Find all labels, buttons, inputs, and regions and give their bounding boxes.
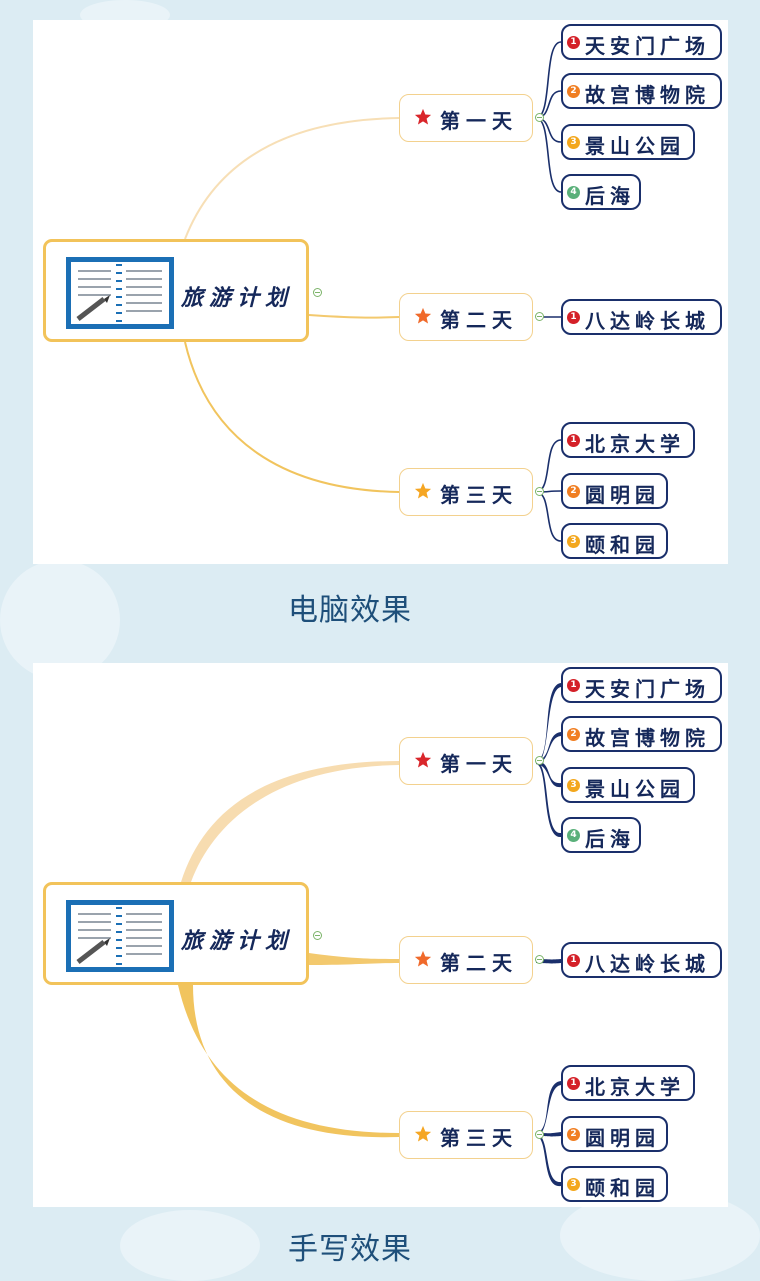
number-2-icon: 2 <box>567 485 580 498</box>
collapse-toggle-day3[interactable] <box>535 487 544 496</box>
leaf-line <box>535 491 562 542</box>
day-label: 第一天 <box>440 109 518 133</box>
number-3-icon: 3 <box>567 136 580 149</box>
root-title: 旅游计划 <box>181 285 294 311</box>
place-label: 景山公园 <box>585 134 685 158</box>
star-icon <box>414 1125 432 1142</box>
collapse-toggle-day2[interactable] <box>535 955 544 964</box>
collapse-toggle-day1[interactable] <box>535 756 544 765</box>
leaf-line <box>536 1133 561 1187</box>
day-node-2[interactable]: 第二天 <box>399 293 533 341</box>
place-label: 圆明园 <box>585 483 660 507</box>
place-node[interactable]: 1 北京大学 <box>561 422 695 458</box>
number-2-icon: 2 <box>567 728 580 741</box>
collapse-toggle-root[interactable] <box>313 931 322 940</box>
place-label: 八达岭长城 <box>585 952 710 976</box>
number-2-icon: 2 <box>567 1128 580 1141</box>
place-label: 北京大学 <box>585 1075 685 1099</box>
day-node-2[interactable]: 第二天 <box>399 936 533 984</box>
leaf-line <box>535 439 562 493</box>
root-node[interactable]: 旅游计划 <box>43 882 309 985</box>
collapse-toggle-day1[interactable] <box>535 113 544 122</box>
branch-line-day2 <box>308 314 400 319</box>
leaf-line <box>536 761 561 788</box>
place-node[interactable]: 3 颐和园 <box>561 1166 668 1202</box>
background-cloud <box>0 560 120 680</box>
leaf-line <box>536 1081 561 1136</box>
place-label: 颐和园 <box>585 533 660 557</box>
star-icon <box>414 482 432 499</box>
place-node[interactable]: 4 后海 <box>561 174 641 210</box>
branch-line-day2 <box>309 953 399 965</box>
notebook-icon <box>66 900 174 972</box>
place-label: 故宫博物院 <box>585 726 710 750</box>
place-node[interactable]: 4 后海 <box>561 817 641 853</box>
star-icon <box>414 307 432 324</box>
place-node[interactable]: 1 天安门广场 <box>561 24 722 60</box>
caption-computer: 电脑效果 <box>288 593 412 628</box>
number-1-icon: 1 <box>567 679 580 692</box>
number-3-icon: 3 <box>567 535 580 548</box>
day-node-1[interactable]: 第一天 <box>399 737 533 785</box>
collapse-toggle-day3[interactable] <box>535 1130 544 1139</box>
leaf-line <box>536 683 561 764</box>
day-label: 第三天 <box>440 1126 518 1150</box>
place-node[interactable]: 3 景山公园 <box>561 124 695 160</box>
number-1-icon: 1 <box>567 954 580 967</box>
place-node[interactable]: 2 圆明园 <box>561 1116 668 1152</box>
notebook-icon <box>66 257 174 329</box>
place-label: 故宫博物院 <box>585 83 710 107</box>
mindmap-panel-computer: 旅游计划 第一天 1 天安门广场 2 故宫博物院 3 景山公园 4 后海 第二天… <box>33 20 728 564</box>
day-label: 第三天 <box>440 483 518 507</box>
day-label: 第二天 <box>440 951 518 975</box>
root-title: 旅游计划 <box>181 928 294 954</box>
day-node-3[interactable]: 第三天 <box>399 1111 533 1159</box>
branch-line-day3 <box>178 985 399 1138</box>
place-node[interactable]: 1 八达岭长城 <box>561 299 722 335</box>
number-4-icon: 4 <box>567 186 580 199</box>
number-2-icon: 2 <box>567 85 580 98</box>
place-node[interactable]: 1 八达岭长城 <box>561 942 722 978</box>
number-3-icon: 3 <box>567 779 580 792</box>
background-cloud <box>120 1210 260 1281</box>
place-node[interactable]: 2 圆明园 <box>561 473 668 509</box>
day-node-3[interactable]: 第三天 <box>399 468 533 516</box>
collapse-toggle-root[interactable] <box>313 288 322 297</box>
caption-handwritten: 手写效果 <box>288 1232 412 1267</box>
number-3-icon: 3 <box>567 1178 580 1191</box>
place-node[interactable]: 2 故宫博物院 <box>561 716 722 752</box>
place-label: 八达岭长城 <box>585 309 710 333</box>
place-label: 后海 <box>585 184 635 208</box>
collapse-toggle-day2[interactable] <box>535 312 544 321</box>
star-icon <box>414 950 432 967</box>
place-label: 颐和园 <box>585 1176 660 1200</box>
branch-line-day1 <box>184 117 400 240</box>
star-icon <box>414 751 432 768</box>
leaf-line <box>536 732 561 764</box>
place-node[interactable]: 3 景山公园 <box>561 767 695 803</box>
number-1-icon: 1 <box>567 1077 580 1090</box>
place-label: 北京大学 <box>585 432 685 456</box>
mindmap-panel-handwritten: 旅游计划 第一天 1 天安门广场 2 故宫博物院 3 景山公园 4 后海 第二天… <box>33 663 728 1207</box>
place-label: 圆明园 <box>585 1126 660 1150</box>
root-node[interactable]: 旅游计划 <box>43 239 309 342</box>
number-1-icon: 1 <box>567 36 580 49</box>
place-label: 景山公园 <box>585 777 685 801</box>
branch-line-day3 <box>184 341 400 493</box>
day-label: 第二天 <box>440 308 518 332</box>
place-label: 天安门广场 <box>585 677 710 701</box>
place-node[interactable]: 1 北京大学 <box>561 1065 695 1101</box>
number-1-icon: 1 <box>567 434 580 447</box>
star-icon <box>414 108 432 125</box>
branch-line-day1 <box>181 761 399 882</box>
place-label: 后海 <box>585 827 635 851</box>
number-1-icon: 1 <box>567 311 580 324</box>
number-4-icon: 4 <box>567 829 580 842</box>
place-node[interactable]: 1 天安门广场 <box>561 667 722 703</box>
place-label: 天安门广场 <box>585 34 710 58</box>
day-node-1[interactable]: 第一天 <box>399 94 533 142</box>
place-node[interactable]: 2 故宫博物院 <box>561 73 722 109</box>
place-node[interactable]: 3 颐和园 <box>561 523 668 559</box>
day-label: 第一天 <box>440 752 518 776</box>
